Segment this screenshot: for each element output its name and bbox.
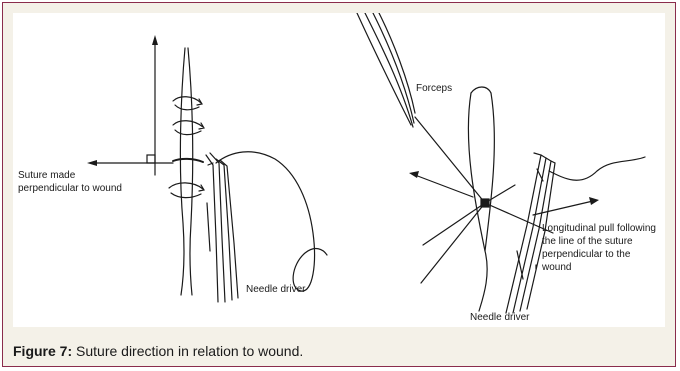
wound-vertical-arrow (152, 35, 158, 175)
label-longitudinal-line2: the line of the suture (542, 235, 633, 248)
figure-drawing-area: Suture made perpendicular to wound Needl… (13, 13, 665, 327)
interrupted-sutures (169, 97, 204, 198)
suture-diagram (13, 13, 665, 327)
wound-left-arrow (87, 160, 173, 166)
label-needle-driver-right: Needle driver (470, 311, 529, 324)
right-left-arrow (409, 171, 473, 197)
label-suture-made-line1: Suture made (18, 169, 75, 182)
left-suture-thread (216, 152, 327, 291)
figure-frame: Suture made perpendicular to wound Needl… (2, 2, 676, 367)
forceps (357, 13, 415, 127)
figure-caption: Figure 7: Suture direction in relation t… (13, 343, 303, 359)
right-angle-marker (147, 155, 155, 163)
label-needle-driver-left: Needle driver (246, 283, 305, 296)
label-longitudinal-line1: Longitudinal pull following (542, 222, 656, 235)
label-forceps: Forceps (416, 82, 452, 95)
label-longitudinal-line3: perpendicular to the (542, 248, 630, 261)
left-needle-driver (206, 153, 238, 302)
wound-edges (180, 48, 192, 295)
right-suture-thread (549, 157, 645, 180)
suture-knot (481, 199, 489, 207)
label-suture-made-line2: perpendicular to wound (18, 182, 122, 195)
label-longitudinal-line4: wound (542, 261, 571, 274)
caption-text: Suture direction in relation to wound. (72, 343, 303, 359)
caption-label: Figure 7: (13, 343, 72, 359)
